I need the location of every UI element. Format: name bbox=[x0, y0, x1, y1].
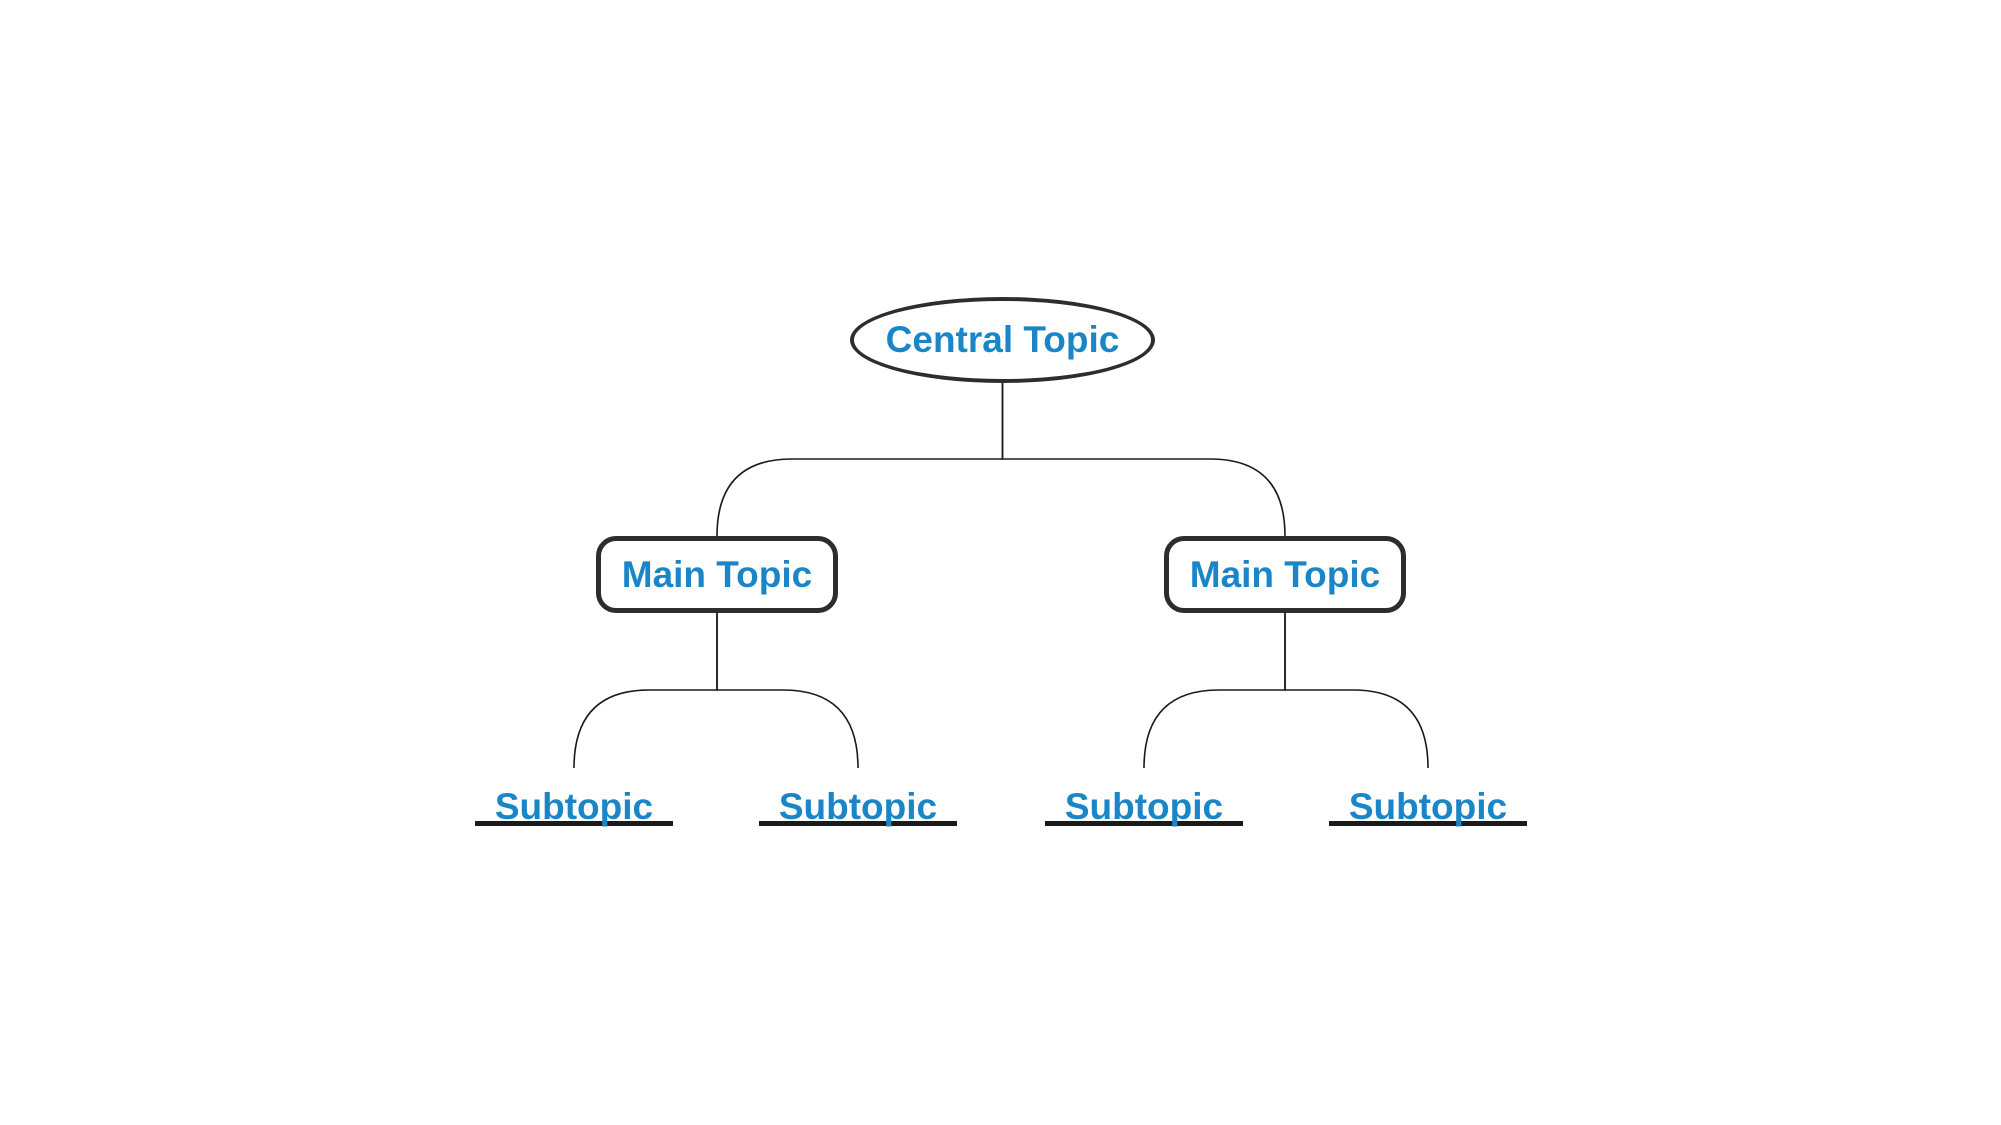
main-topic-left-label: Main Topic bbox=[621, 553, 813, 595]
edge-main-right-to-subtopic-3[interactable] bbox=[1143, 613, 1286, 769]
subtopic-2-underline bbox=[759, 821, 957, 826]
edge-main-right-to-subtopic-4[interactable] bbox=[1284, 613, 1429, 769]
subtopic-3-underline bbox=[1045, 821, 1243, 826]
subtopic-node-2[interactable]: Subtopic bbox=[759, 785, 957, 841]
main-topic-node-left[interactable]: Main Topic bbox=[596, 536, 838, 613]
subtopic-3-label: Subtopic bbox=[1064, 786, 1224, 827]
main-topic-node-right[interactable]: Main Topic bbox=[1164, 536, 1406, 613]
subtopic-node-4[interactable]: Subtopic bbox=[1329, 785, 1527, 841]
subtopic-node-1[interactable]: Subtopic bbox=[475, 785, 673, 841]
edge-central-to-main-left[interactable] bbox=[716, 383, 1004, 537]
subtopic-4-label: Subtopic bbox=[1348, 786, 1508, 827]
main-topic-right-label: Main Topic bbox=[1189, 553, 1381, 595]
central-topic-label: Central Topic bbox=[885, 319, 1120, 360]
subtopic-1-underline bbox=[475, 821, 673, 826]
subtopic-node-3[interactable]: Subtopic bbox=[1045, 785, 1243, 841]
edge-main-left-to-subtopic-2[interactable] bbox=[716, 613, 859, 769]
subtopic-1-label: Subtopic bbox=[494, 786, 654, 827]
edge-main-left-to-subtopic-1[interactable] bbox=[573, 613, 718, 769]
edge-central-to-main-right[interactable] bbox=[1001, 383, 1286, 537]
subtopic-2-label: Subtopic bbox=[778, 786, 938, 827]
central-topic-node[interactable]: Central Topic bbox=[850, 297, 1155, 383]
subtopic-4-underline bbox=[1329, 821, 1527, 826]
